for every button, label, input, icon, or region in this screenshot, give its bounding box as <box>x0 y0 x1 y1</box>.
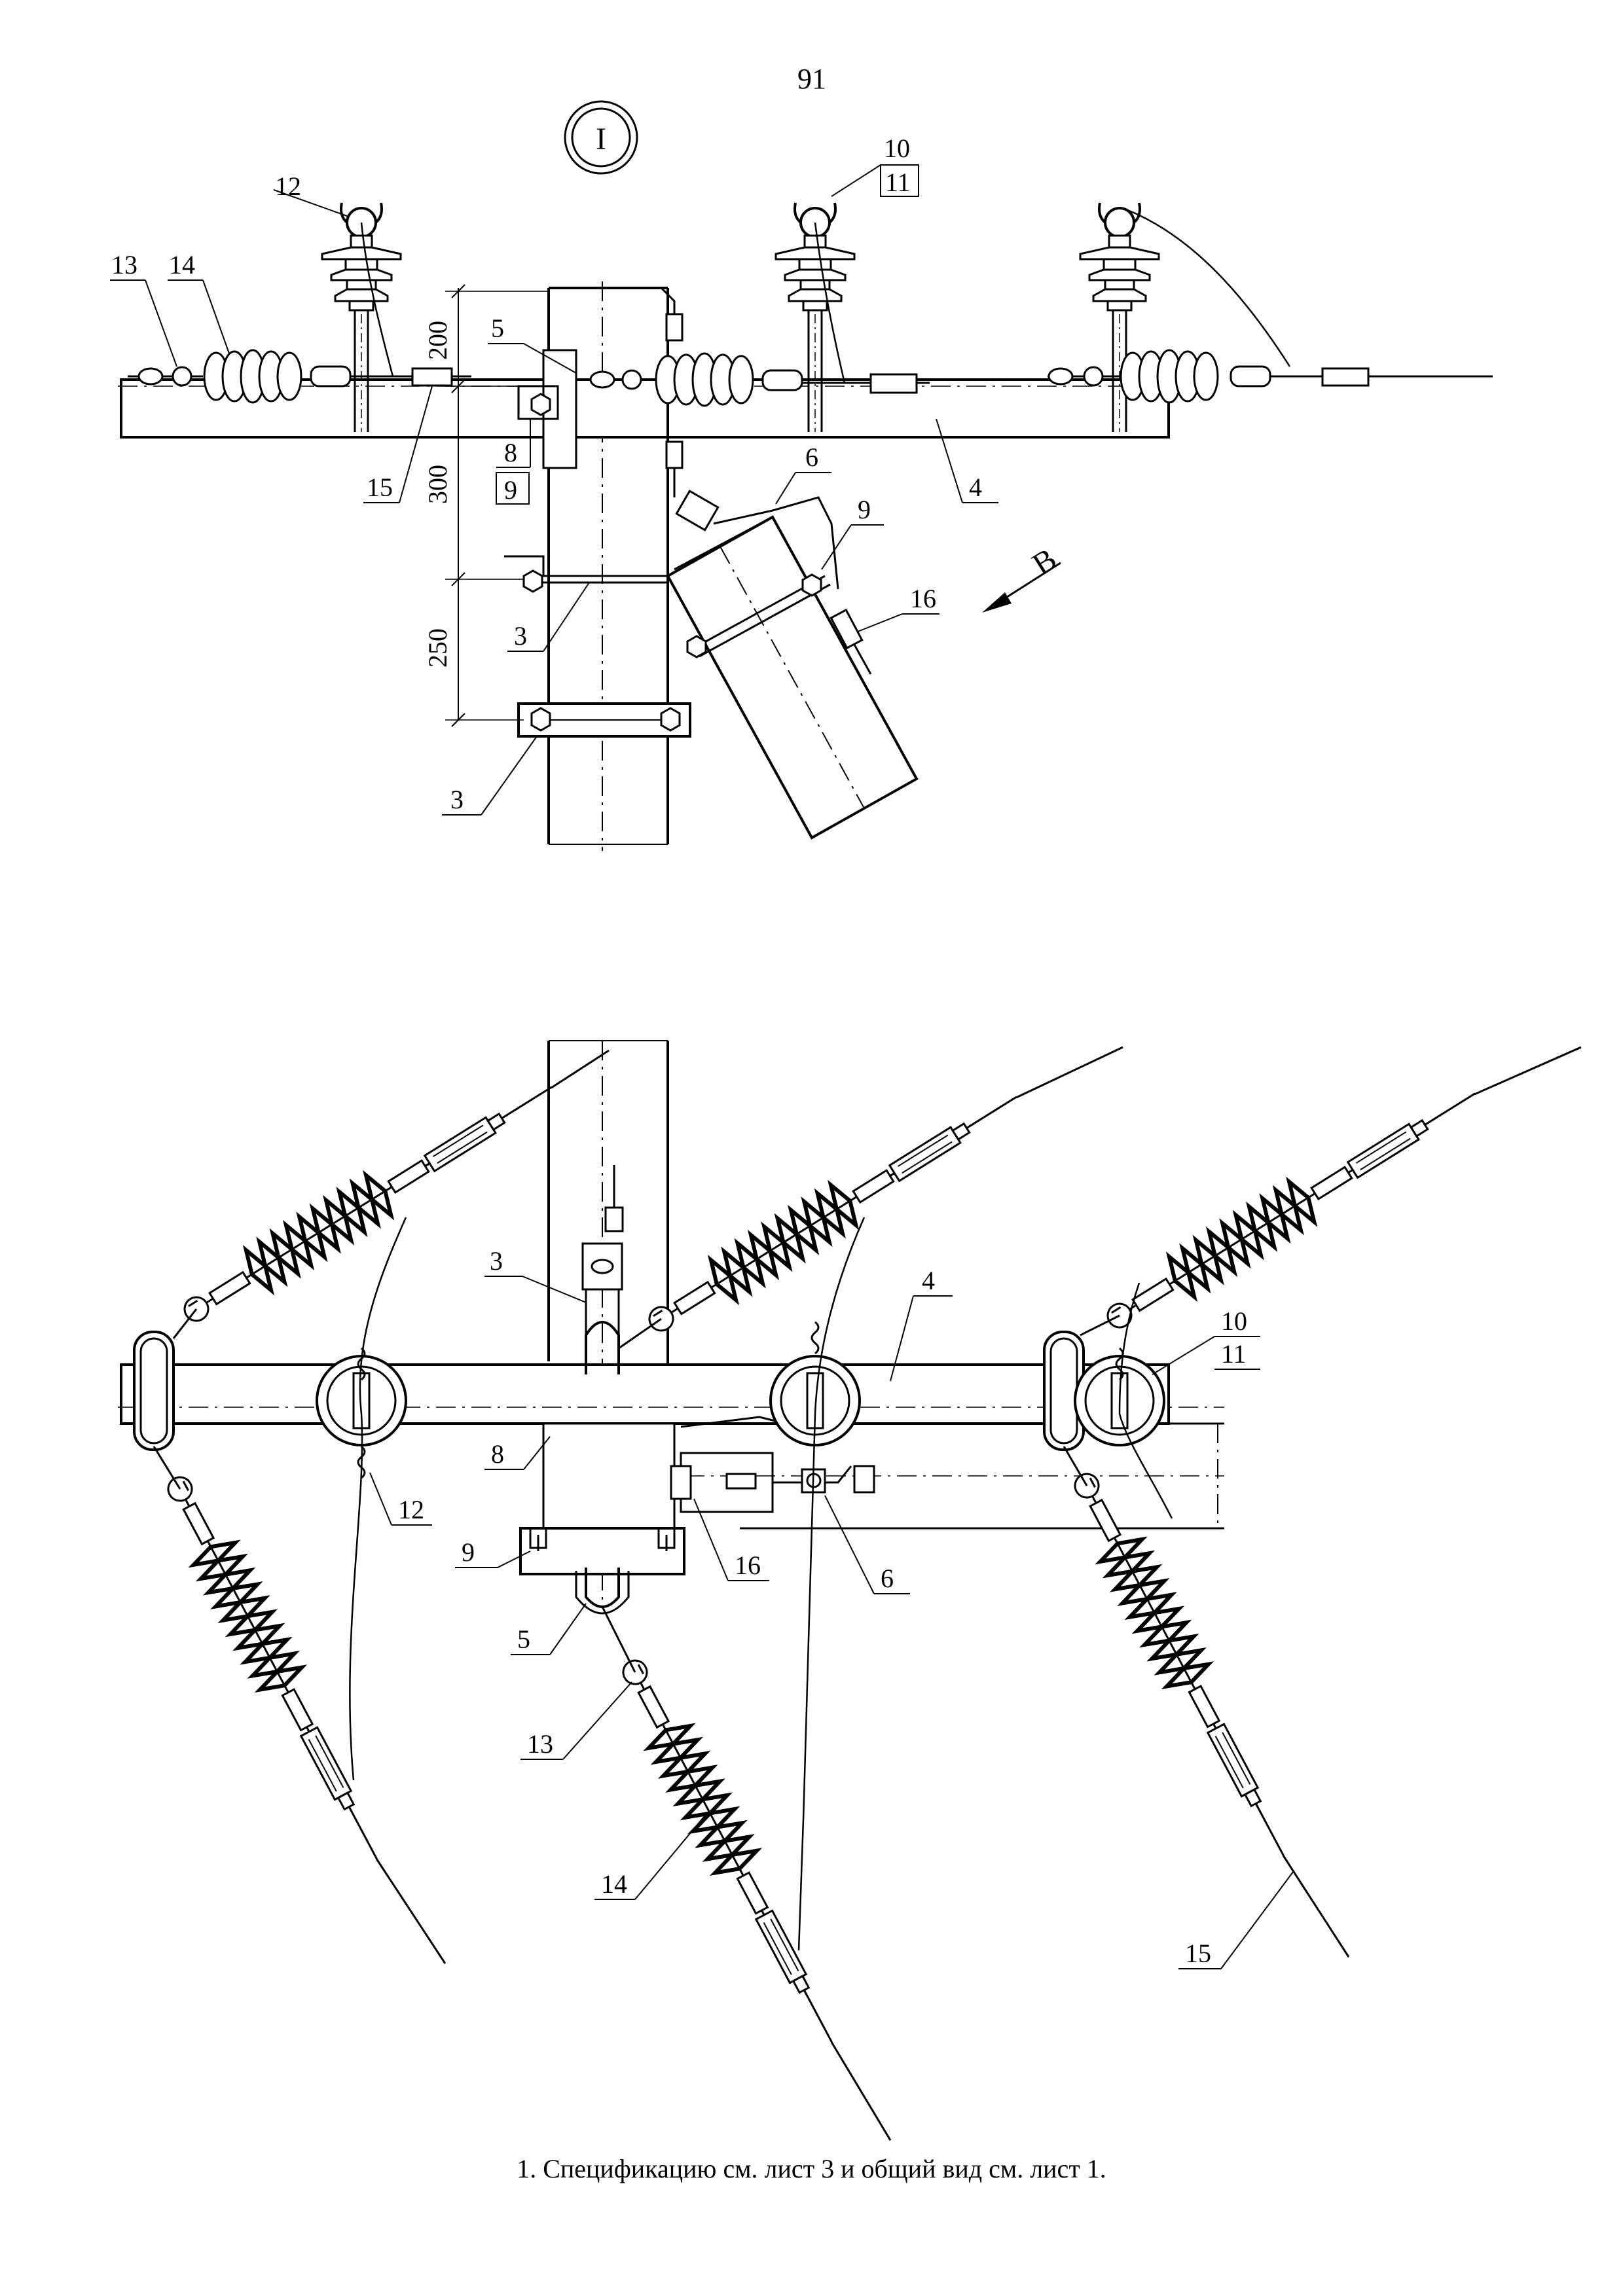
view-direction-arrow: B <box>982 541 1063 613</box>
callout-9-right: 9 <box>858 495 871 524</box>
callout-3-bottom: 3 <box>490 1246 503 1276</box>
callout-16-bottom: 16 <box>735 1551 761 1580</box>
view-marker-inner <box>571 107 631 168</box>
callout-6: 6 <box>805 442 818 472</box>
callout-14: 14 <box>169 250 195 279</box>
strain-string-left <box>128 349 471 404</box>
callout-9-bottom: 9 <box>462 1537 475 1567</box>
dimension-300: 300 <box>423 465 452 504</box>
dimension-chain: 200 300 250 <box>423 284 550 727</box>
callouts-top: 12 13 14 10 11 5 15 <box>110 134 998 816</box>
direction-label: B <box>1027 541 1063 582</box>
callout-8: 8 <box>504 438 517 467</box>
plate-9 <box>519 1527 685 1575</box>
strain-string-middle <box>576 352 930 407</box>
callout-10: 10 <box>884 134 910 163</box>
callout-10-bottom: 10 <box>1221 1306 1247 1336</box>
bracket-8 <box>542 1422 676 1530</box>
callout-14-bottom: 14 <box>601 1869 627 1899</box>
view-marker-label: I <box>596 122 606 156</box>
callout-16: 16 <box>910 584 936 613</box>
callouts-bottom: 3 4 10 11 8 9 <box>369 1246 1294 1969</box>
brace-top <box>666 490 919 840</box>
band-clamp-lower <box>517 702 691 738</box>
callout-6-bottom: 6 <box>881 1564 894 1593</box>
strain-string-right <box>1048 208 1493 404</box>
callout-12: 12 <box>275 171 301 201</box>
callout-13: 13 <box>111 250 137 279</box>
callout-11: 11 <box>885 168 911 197</box>
callout-3-upper: 3 <box>514 621 527 651</box>
callout-5: 5 <box>491 314 504 343</box>
callout-12-bottom: 12 <box>398 1495 424 1524</box>
top-view: I <box>110 100 1493 851</box>
callout-11-bottom: 11 <box>1221 1339 1247 1369</box>
dimension-200: 200 <box>423 321 452 360</box>
callout-15-bottom: 15 <box>1185 1939 1211 1968</box>
callout-13-bottom: 13 <box>527 1729 553 1759</box>
bottom-view: 3 4 10 11 8 9 <box>118 1040 1582 2141</box>
callout-15: 15 <box>367 473 393 502</box>
crossarm-bottom <box>118 1363 1224 1530</box>
callout-5-bottom: 5 <box>517 1624 530 1654</box>
drawing-note: 1. Спецификацию см. лист 3 и общий вид с… <box>517 2154 1106 2183</box>
callout-3-lower: 3 <box>450 785 464 814</box>
callout-9-top: 9 <box>504 475 517 505</box>
band-clamp-upper <box>504 555 668 593</box>
view-marker-outer <box>564 100 638 175</box>
page-number: 91 <box>797 63 826 95</box>
callout-8-bottom: 8 <box>491 1439 504 1469</box>
dimension-250: 250 <box>423 628 452 668</box>
callout-4: 4 <box>969 473 982 502</box>
callout-4-bottom: 4 <box>922 1266 935 1295</box>
bolt-nut <box>530 393 551 416</box>
clamp-3-plate <box>581 1242 623 1291</box>
